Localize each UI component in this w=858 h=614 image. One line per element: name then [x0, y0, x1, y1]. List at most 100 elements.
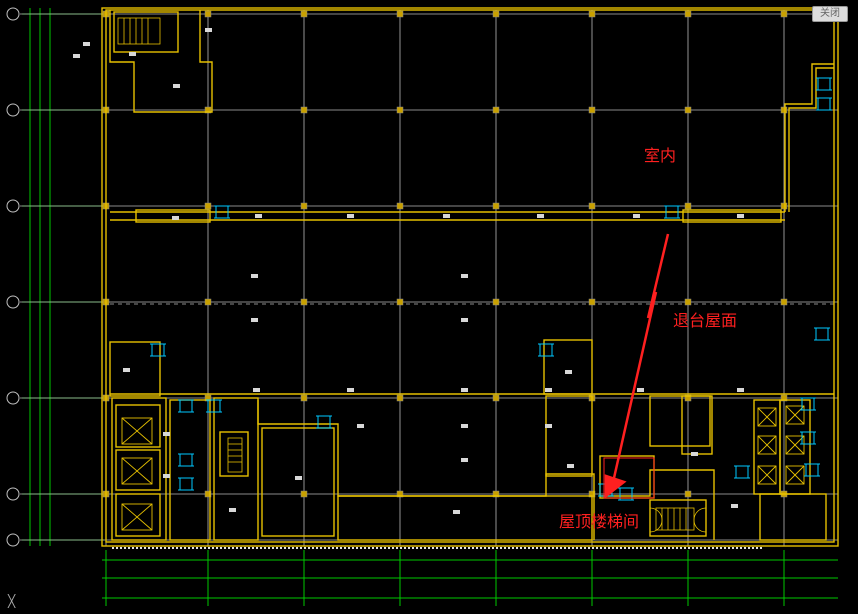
- door-symbol: [178, 477, 194, 491]
- column: [588, 298, 596, 306]
- axis-bubble: [6, 7, 20, 21]
- column: [588, 202, 596, 210]
- column: [492, 298, 500, 306]
- column: [300, 202, 308, 210]
- annotation-indoor: 室内: [644, 146, 676, 165]
- column: [588, 10, 596, 18]
- room-tag: [637, 388, 644, 392]
- column: [396, 10, 404, 18]
- room-tag: [229, 508, 236, 512]
- room-tag: [172, 216, 179, 220]
- door-symbol: [538, 343, 554, 357]
- room-tag: [347, 214, 354, 218]
- room-tag: [453, 510, 460, 514]
- column: [780, 10, 788, 18]
- room-tag: [73, 54, 80, 58]
- door-symbol: [814, 327, 830, 341]
- column: [300, 10, 308, 18]
- room-tag: [83, 42, 90, 46]
- column: [684, 106, 692, 114]
- room-tag: [565, 370, 572, 374]
- column: [492, 490, 500, 498]
- room-tag: [461, 388, 468, 392]
- column-markers: [102, 10, 788, 498]
- room-tag: [545, 424, 552, 428]
- column: [300, 298, 308, 306]
- door-symbol: [664, 205, 680, 219]
- room-tag: [461, 458, 468, 462]
- room-tag: [173, 84, 180, 88]
- door-symbol: [206, 399, 222, 413]
- room-tags: [73, 28, 744, 514]
- axis-bubble: [6, 103, 20, 117]
- room-tag: [691, 452, 698, 456]
- door-symbol: [816, 77, 832, 91]
- room-tag: [251, 318, 258, 322]
- door-symbol: [734, 465, 750, 479]
- room-tag: [537, 214, 544, 218]
- axis-bubble: [6, 391, 20, 405]
- room-tag: [129, 52, 136, 56]
- room-tag: [461, 274, 468, 278]
- column: [492, 106, 500, 114]
- stair-treads: [117, 17, 707, 533]
- column: [684, 394, 692, 402]
- annotation-stair-room: 屋顶楼梯间: [559, 512, 639, 531]
- room-tag: [737, 214, 744, 218]
- door-symbol: [316, 415, 332, 429]
- column: [780, 298, 788, 306]
- column: [204, 490, 212, 498]
- column: [492, 202, 500, 210]
- room-tag: [545, 388, 552, 392]
- door-symbol: [150, 343, 166, 357]
- room-tag: [567, 464, 574, 468]
- room-tag: [731, 504, 738, 508]
- column: [300, 106, 308, 114]
- door-symbol: [178, 453, 194, 467]
- annotation-arrows: [604, 233, 670, 499]
- room-tag: [633, 214, 640, 218]
- column: [780, 394, 788, 402]
- room-tag: [295, 476, 302, 480]
- door-symbol: [800, 431, 816, 445]
- room-tag: [443, 214, 450, 218]
- column: [684, 10, 692, 18]
- column: [780, 106, 788, 114]
- column: [300, 490, 308, 498]
- door-symbol: [178, 399, 194, 413]
- column: [684, 490, 692, 498]
- room-tag: [205, 28, 212, 32]
- column: [204, 10, 212, 18]
- walls: [101, 7, 839, 547]
- column: [396, 202, 404, 210]
- room-tag: [461, 424, 468, 428]
- annotation-frame: [603, 457, 655, 499]
- room-tag: [255, 214, 262, 218]
- column: [396, 490, 404, 498]
- axis-bubble: [6, 295, 20, 309]
- column: [492, 394, 500, 402]
- room-tag: [163, 432, 170, 436]
- room-tag: [123, 368, 130, 372]
- room-tag: [253, 388, 260, 392]
- column: [684, 298, 692, 306]
- column: [492, 10, 500, 18]
- room-tag: [251, 274, 258, 278]
- door-symbol: [816, 97, 832, 111]
- door-symbol: [804, 463, 820, 477]
- close-x-icon[interactable]: ╳: [8, 594, 16, 608]
- room-tag: [357, 424, 364, 428]
- axis-lines: [6, 7, 838, 606]
- column: [300, 394, 308, 402]
- column: [396, 106, 404, 114]
- door-symbol: [800, 397, 816, 411]
- axis-bubble: [6, 487, 20, 501]
- column: [204, 106, 212, 114]
- door-symbol: [214, 205, 230, 219]
- restore-button[interactable]: 关闭: [812, 6, 848, 22]
- column: [684, 202, 692, 210]
- room-tag: [347, 388, 354, 392]
- lift-shafts: [121, 405, 805, 531]
